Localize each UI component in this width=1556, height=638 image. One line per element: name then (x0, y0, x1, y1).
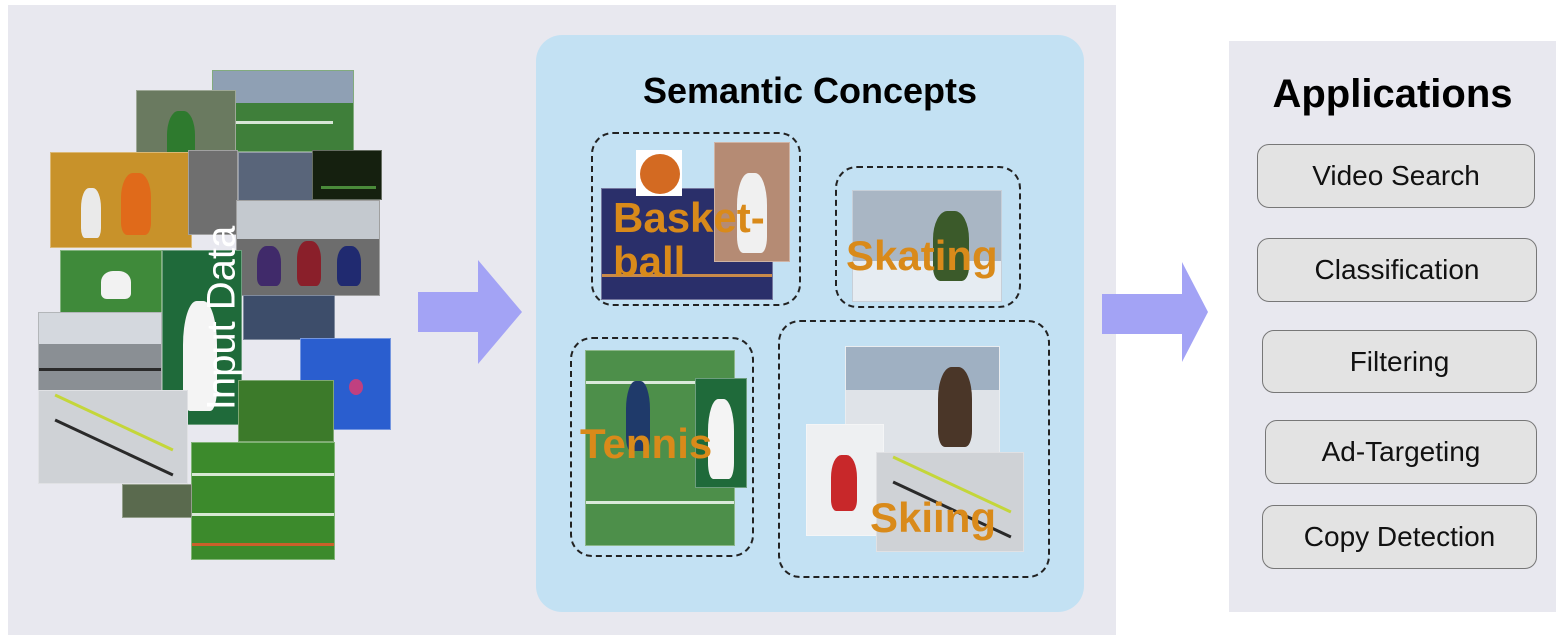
concept-label-skiing: Skiing (870, 494, 997, 541)
arrow-input-to-concepts (418, 260, 522, 364)
photo-ski-boots-left (38, 390, 188, 484)
photo-night-field (312, 150, 382, 200)
input-data-label: Input Data (199, 225, 244, 411)
app-filtering-button[interactable]: Filtering (1262, 330, 1537, 393)
photo-handball (50, 152, 192, 248)
photo-skating (852, 190, 1002, 302)
photo-basketball-ball (636, 150, 682, 196)
app-copy-detection-button[interactable]: Copy Detection (1262, 505, 1537, 569)
concept-label-basketball: Basket- ball (613, 194, 765, 285)
photo-basketball-player (714, 142, 790, 262)
photo-crowd (238, 152, 318, 202)
concept-label-tennis: Tennis (580, 420, 713, 467)
photo-tennis-player-2 (695, 378, 747, 488)
app-ad-targeting-button[interactable]: Ad-Targeting (1265, 420, 1537, 484)
app-classification-button[interactable]: Classification (1257, 238, 1537, 302)
app-video-search-button[interactable]: Video Search (1257, 144, 1535, 208)
photo-ski-boots (876, 452, 1024, 552)
concept-group-basketball (591, 132, 801, 306)
applications-title: Applications (1272, 72, 1513, 116)
arrow-concepts-to-applications (1102, 262, 1208, 362)
semantic-concepts-title: Semantic Concepts (642, 70, 978, 111)
photo-people (122, 484, 192, 518)
photo-football (191, 442, 335, 560)
arrow-right-icon (418, 260, 522, 364)
photo-court-small (188, 150, 238, 235)
photo-cycling (236, 200, 380, 296)
concept-group-skiing (778, 320, 1050, 578)
photo-tennis-player (162, 250, 242, 425)
concept-label-skating: Skating (846, 232, 998, 279)
photo-ski-race (806, 424, 884, 536)
photo-stands (243, 295, 335, 340)
photo-forest (238, 380, 334, 442)
concept-group-tennis (570, 337, 754, 557)
arrow-right-icon (1102, 262, 1208, 362)
photo-racetrack (38, 312, 162, 392)
concept-group-skating (835, 166, 1021, 308)
photo-tennis-grass (60, 250, 162, 318)
